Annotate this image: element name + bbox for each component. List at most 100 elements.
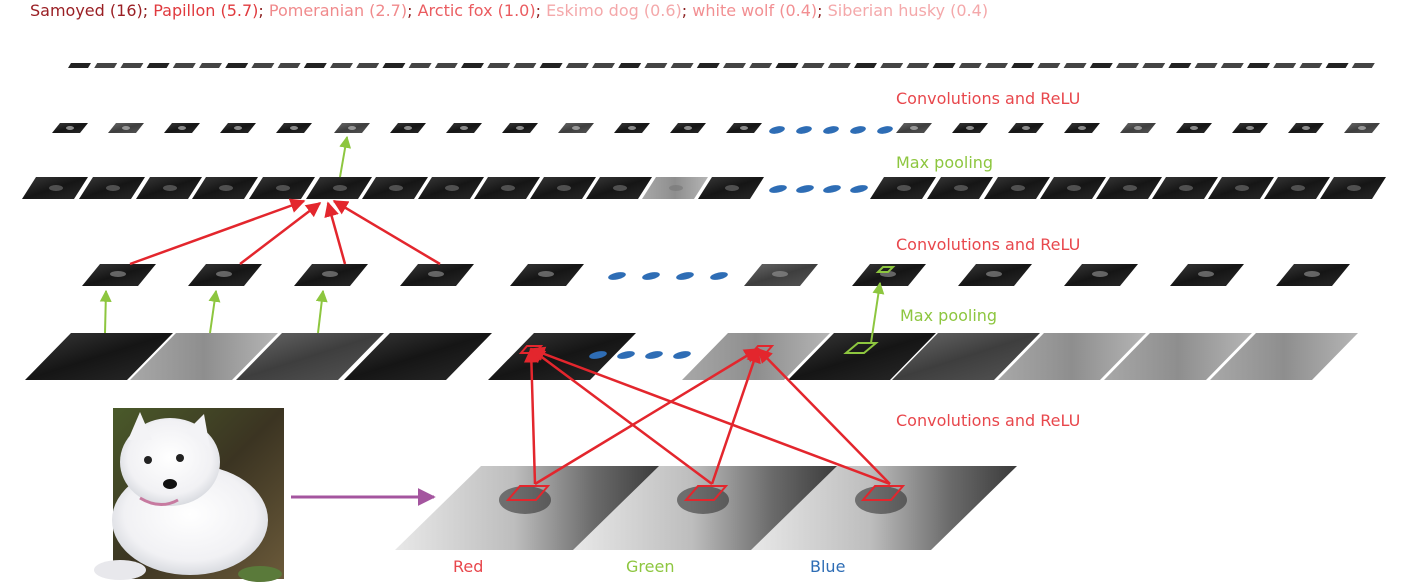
prediction-item: Pomeranian (2.7) xyxy=(268,1,408,20)
feature-map-thin xyxy=(618,63,642,68)
feature-map-highlight xyxy=(322,271,338,277)
arrow xyxy=(870,281,885,344)
feature-map-highlight xyxy=(1198,271,1214,277)
photo-foliage xyxy=(238,566,282,582)
feature-map-thin xyxy=(1325,63,1349,68)
feature-map-thin xyxy=(1247,63,1270,68)
feature-map-highlight xyxy=(1078,126,1086,130)
feature-map-highlight xyxy=(1235,185,1249,191)
arrow xyxy=(756,347,891,485)
prediction-item: white wolf (0.4) xyxy=(692,1,818,20)
feature-map-thin xyxy=(330,63,353,68)
feature-map-thin xyxy=(172,63,196,68)
feature-map-thin xyxy=(1168,63,1192,68)
feature-map-highlight xyxy=(684,126,692,130)
ellipsis-dot xyxy=(645,351,663,359)
feature-map-highlight xyxy=(106,185,120,191)
feature-map-thin xyxy=(1142,63,1166,68)
feature-map-thin xyxy=(68,63,91,68)
feature-map-highlight xyxy=(348,126,356,130)
feature-map-thin xyxy=(854,63,877,68)
dog-ear-right xyxy=(186,414,210,448)
feature-map-thin xyxy=(644,63,668,68)
feature-map-highlight xyxy=(572,126,580,130)
feature-map-highlight xyxy=(910,126,918,130)
feature-map-pool-mid xyxy=(998,333,1146,380)
receptive-field-box xyxy=(683,485,729,501)
dog-nose xyxy=(163,479,177,489)
feature-map-thin xyxy=(1273,63,1297,68)
prediction-item: Siberian husky (0.4) xyxy=(827,1,989,20)
feature-map-highlight xyxy=(628,126,636,130)
feature-map-thin xyxy=(382,63,406,68)
feature-map-thin xyxy=(1089,63,1113,68)
feature-map-thin xyxy=(120,63,144,68)
feature-map-highlight xyxy=(122,126,130,130)
ellipsis-dot xyxy=(823,126,839,134)
feature-map-thin xyxy=(1116,63,1139,68)
feature-map-highlight xyxy=(897,185,911,191)
arrow xyxy=(99,289,112,334)
feature-map-highlight xyxy=(163,185,177,191)
feature-map-thin xyxy=(985,63,1008,68)
feature-map-highlight xyxy=(966,126,974,130)
feature-map-highlight xyxy=(1246,126,1254,130)
ellipsis-dot xyxy=(796,185,814,193)
label-conv-mid: Convolutions and ReLU xyxy=(896,235,1081,254)
prediction-separator: ; xyxy=(535,1,547,20)
feature-map-highlight xyxy=(404,126,412,130)
ellipsis-dot xyxy=(769,126,785,134)
prediction-scores: Samoyed (16); Papillon (5.7); Pomeranian… xyxy=(30,1,988,20)
feature-map-highlight xyxy=(1011,185,1025,191)
feature-map-highlight xyxy=(557,185,571,191)
feature-map-thin xyxy=(408,63,432,68)
ellipsis-dot xyxy=(673,351,691,359)
feature-map-pool-mid xyxy=(892,333,1040,380)
pooling-window xyxy=(843,342,879,354)
arrow xyxy=(239,202,322,265)
feature-map-highlight xyxy=(986,271,1002,277)
ellipsis-dot xyxy=(642,272,660,280)
feature-map-highlight xyxy=(445,185,459,191)
feature-map-highlight xyxy=(1347,185,1361,191)
receptive-field-box xyxy=(860,485,906,501)
feature-map-thin xyxy=(958,63,982,68)
label-pool-mid: Max pooling xyxy=(900,306,998,325)
prediction-item: Arctic fox (1.0) xyxy=(417,1,536,20)
ellipsis-dot xyxy=(769,185,787,193)
feature-map-thin xyxy=(487,63,511,68)
prediction-separator: ; xyxy=(817,1,828,20)
feature-map-highlight xyxy=(1190,126,1198,130)
feature-map-highlight xyxy=(276,185,290,191)
feature-map-pool-mid xyxy=(488,333,636,380)
ellipsis-dot xyxy=(589,351,607,359)
feature-map-thin xyxy=(461,63,484,68)
ellipsis-dot xyxy=(676,272,694,280)
feature-map-pool-mid xyxy=(1210,333,1358,380)
arrow xyxy=(315,289,328,334)
arrow xyxy=(523,347,539,485)
feature-map-thin xyxy=(513,63,537,68)
feature-map-highlight xyxy=(954,185,968,191)
feature-map-highlight xyxy=(290,126,298,130)
feature-map-highlight xyxy=(1304,271,1320,277)
feature-map-highlight xyxy=(1067,185,1081,191)
arrow xyxy=(332,199,441,266)
feature-map-highlight xyxy=(613,185,627,191)
feature-map-thin xyxy=(1351,63,1375,68)
feature-map-highlight xyxy=(1179,185,1193,191)
feature-map-highlight xyxy=(1092,271,1108,277)
feature-map-thin xyxy=(225,63,249,68)
feature-map-thin xyxy=(199,63,222,68)
feature-map-thin xyxy=(696,63,720,68)
channel-label-blue: Blue xyxy=(810,557,846,576)
dog-paw xyxy=(94,560,146,580)
feature-map-pool-mid xyxy=(236,333,384,380)
feature-map-highlight xyxy=(49,185,63,191)
feature-map-thin xyxy=(251,63,275,68)
feature-map-thin xyxy=(592,63,615,68)
feature-map-highlight xyxy=(1291,185,1305,191)
prediction-item: Samoyed (16) xyxy=(30,1,143,20)
feature-map-thin xyxy=(303,63,327,68)
